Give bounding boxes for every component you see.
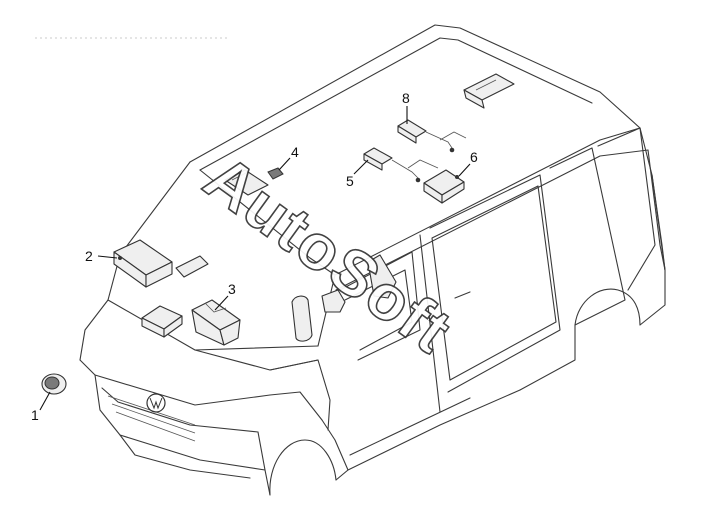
leader-1 [39,391,51,411]
mirror-left [291,295,313,342]
van-body-outline [79,24,666,496]
part-4-sensor-icon [267,167,284,180]
callout-2: 2 [85,248,93,264]
interior-lamp-icon [175,255,209,278]
leader-3 [214,295,229,311]
seat-module-icon [367,254,397,299]
mirror-right [321,289,346,313]
callout-8: 8 [402,90,410,106]
part-2-control-unit-icon [113,239,173,288]
callout-5: 5 [346,173,354,189]
part-6-unit-icon [423,169,465,204]
part-1-sensor-icon [41,373,67,395]
callout-3: 3 [228,281,236,297]
leader-4 [278,157,291,171]
leader-5 [353,159,369,175]
callout-6: 6 [470,149,478,165]
rear-roof-module-icon [463,73,515,109]
roof-console-icon [224,169,269,196]
part-3-module-icon [191,299,241,346]
leader-6 [458,163,471,177]
leader-2 [97,255,118,259]
part-5-unit-icon [363,147,439,183]
part-8-unit-icon [397,119,467,153]
callout-1: 1 [31,407,39,423]
vw-logo-icon [146,393,166,413]
module-left-icon [141,305,183,338]
callout-4: 4 [291,144,299,160]
